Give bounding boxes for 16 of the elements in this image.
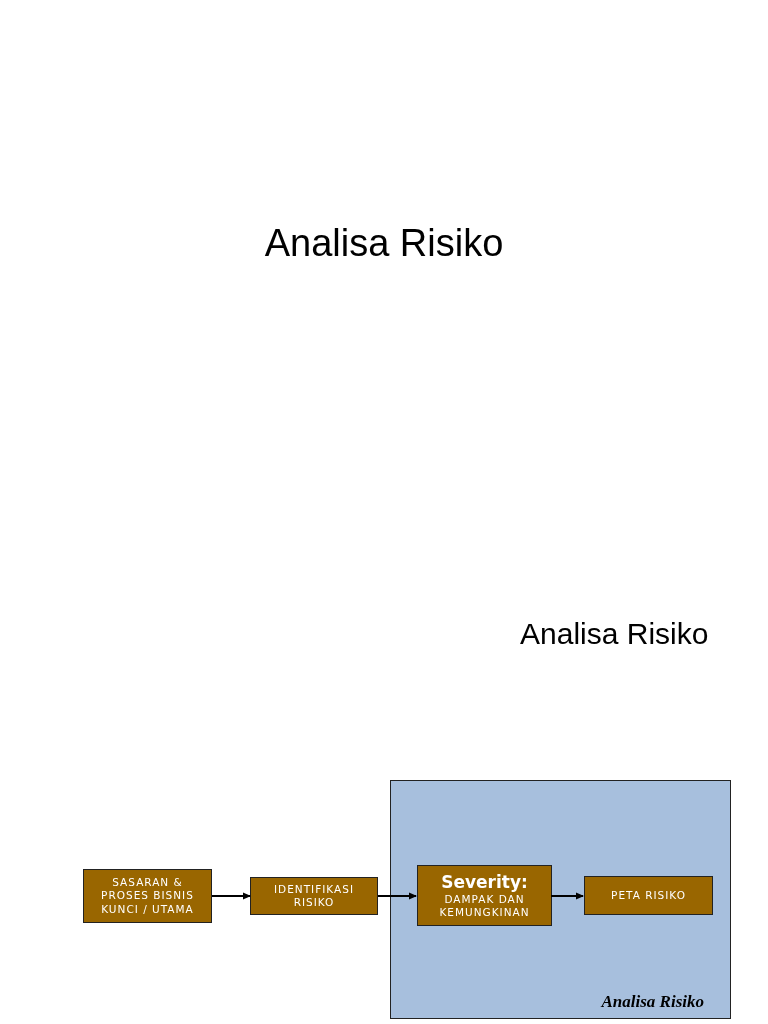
- arrow: [377, 892, 417, 900]
- process-box: [417, 865, 552, 926]
- subtitle: Analisa Risiko: [520, 617, 709, 651]
- panel-title: Analisa Risiko: [601, 992, 704, 1012]
- group-panel: [390, 780, 731, 1019]
- box-text: IDENTIFIKASI RISIKO: [273, 882, 355, 910]
- box-heading: Severity:: [441, 871, 528, 893]
- box-text: SASARAN & PROSES BISNIS KUNCI / UTAMA: [100, 876, 195, 916]
- process-box: [250, 877, 378, 915]
- process-box: [83, 869, 212, 923]
- process-box: [584, 876, 713, 915]
- title: Analisa Risiko: [263, 222, 505, 265]
- arrow: [550, 892, 584, 900]
- box-text: DAMPAK DAN KEMUNGKINAN: [438, 893, 531, 920]
- box-text: PETA RISIKO: [611, 888, 686, 903]
- arrow: [211, 892, 251, 900]
